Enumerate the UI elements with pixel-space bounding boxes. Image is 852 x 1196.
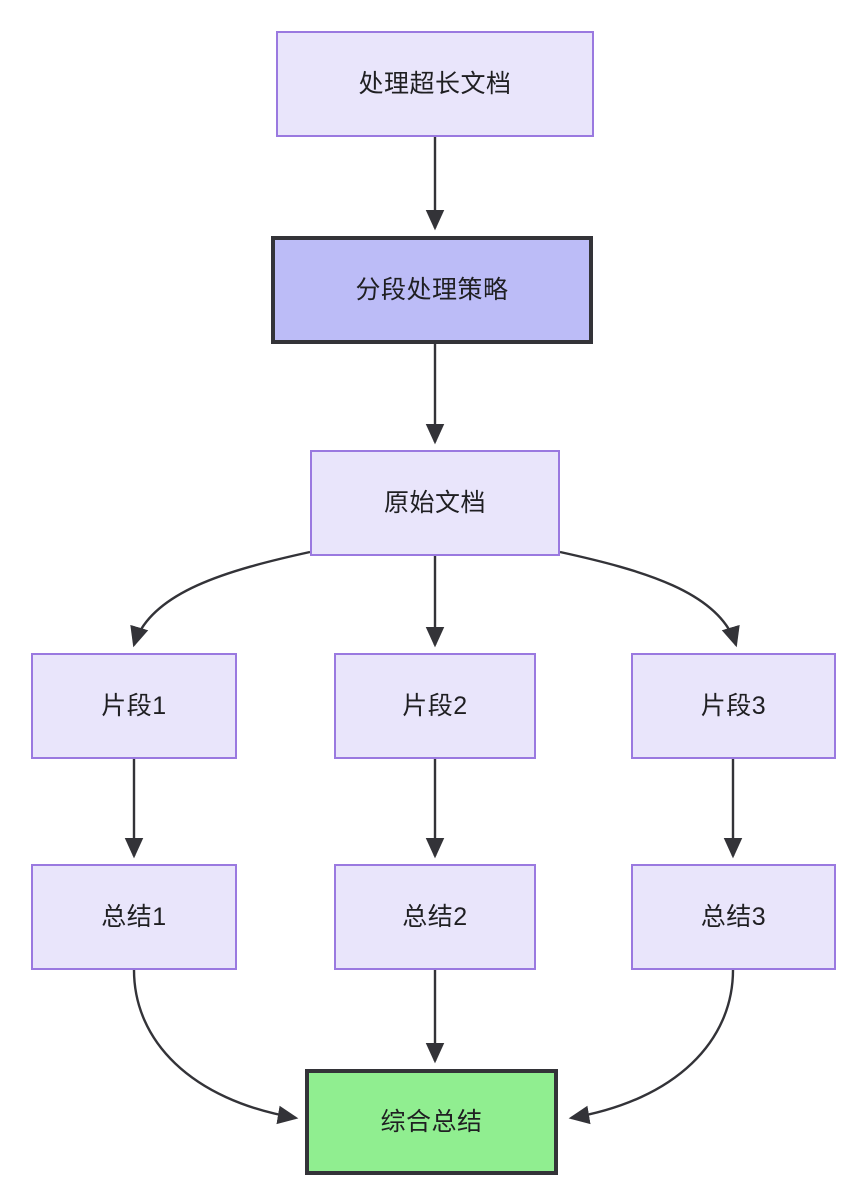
node-summary-1[interactable]: 总结1 — [31, 864, 237, 970]
node-label: 处理超长文档 — [358, 70, 512, 98]
node-process-long-document[interactable]: 处理超长文档 — [276, 31, 594, 137]
node-label: 总结1 — [101, 903, 167, 931]
node-label: 分段处理策略 — [355, 276, 509, 304]
node-fragment-3[interactable]: 片段3 — [631, 653, 836, 759]
edge-n7-n10 — [132, 969, 299, 1125]
edge-n9-n10 — [568, 969, 735, 1125]
node-summary-3[interactable]: 总结3 — [631, 864, 836, 970]
node-fragment-2[interactable]: 片段2 — [334, 653, 536, 759]
node-source-document[interactable]: 原始文档 — [310, 450, 560, 556]
node-label: 片段1 — [101, 692, 167, 720]
node-final-summary[interactable]: 综合总结 — [305, 1069, 558, 1175]
node-chunking-strategy[interactable]: 分段处理策略 — [271, 236, 593, 344]
node-label: 片段3 — [700, 692, 767, 720]
node-label: 原始文档 — [383, 489, 486, 517]
edge-n3-n6 — [559, 550, 740, 648]
node-label: 总结3 — [700, 903, 767, 931]
node-summary-2[interactable]: 总结2 — [334, 864, 536, 970]
node-label: 片段2 — [402, 692, 468, 720]
node-fragment-1[interactable]: 片段1 — [31, 653, 237, 759]
node-label: 综合总结 — [380, 1108, 483, 1136]
edge-n3-n4 — [130, 550, 311, 648]
node-label: 总结2 — [402, 903, 468, 931]
